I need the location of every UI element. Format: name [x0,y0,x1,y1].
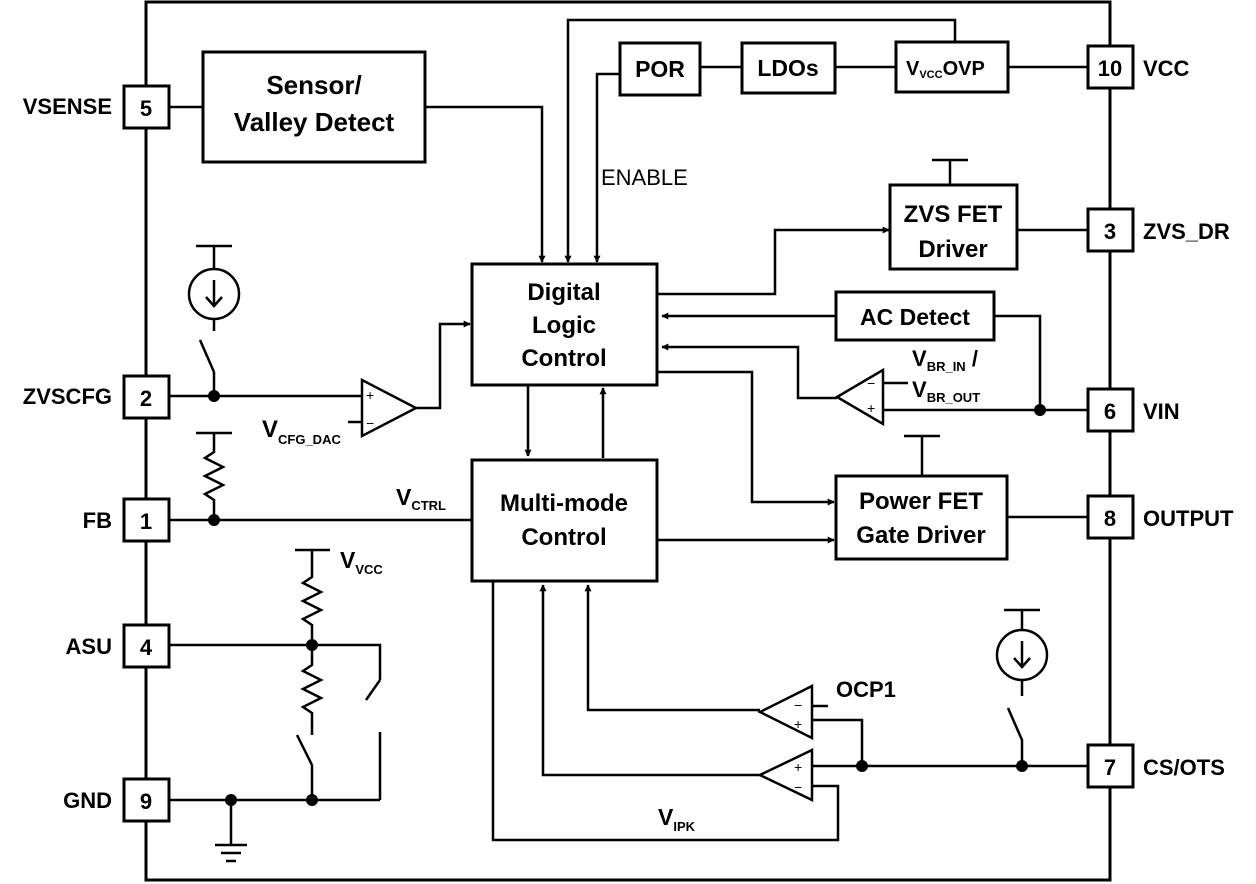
svg-text:FB: FB [83,508,112,533]
multi-mode-control-block: Multi-mode Control [470,458,659,583]
svg-text:Sensor/: Sensor/ [266,70,361,100]
svg-text:AC Detect: AC Detect [860,304,970,330]
vcc-ovp-block: VVCCOVP [894,40,1010,94]
junctions [208,390,1046,806]
comparator-ocp1: − + [757,683,814,741]
vctrl-label: VCTRL [396,484,446,513]
vvcc-label: VVCC [340,547,383,577]
svg-text:Multi-mode: Multi-mode [500,490,628,517]
pin-gnd: 9 GND [63,777,171,823]
svg-text:6: 6 [1104,399,1116,424]
pin-asu: 4 ASU [66,623,171,669]
svg-text:Valley Detect: Valley Detect [234,107,395,137]
wires [169,18,1088,863]
sensor-valley-detect-block: Sensor/ Valley Detect [201,50,427,164]
comparator-cfg: + − [360,377,419,439]
comparator-vipk: + − [757,748,814,802]
svg-text:VVCCOVP: VVCCOVP [906,58,985,81]
svg-text:Driver: Driver [918,236,987,263]
pin-zvscfg: 2 ZVSCFG [23,374,171,420]
svg-text:2: 2 [140,386,152,411]
svg-text:−: − [366,415,374,431]
svg-text:Control: Control [521,345,606,372]
svg-text:ASU: ASU [66,634,112,659]
current-source-zvscfg [187,267,241,321]
vbr-in-label: VBR_IN / [912,346,978,374]
svg-text:9: 9 [140,789,152,814]
svg-text:Gate Driver: Gate Driver [856,522,985,549]
svg-text:10: 10 [1098,56,1122,81]
pin-zvs-dr: 3 ZVS_DR [1086,207,1230,253]
svg-text:VIN: VIN [1143,399,1180,424]
svg-text:7: 7 [1104,755,1116,780]
pin-fb: 1 FB [83,497,171,543]
svg-text:ZVSCFG: ZVSCFG [23,384,112,409]
svg-text:ZVS FET: ZVS FET [904,201,1003,228]
enable-label: ENABLE [601,165,688,190]
svg-text:1: 1 [140,509,152,534]
svg-text:4: 4 [140,635,153,660]
svg-text:VCC: VCC [1143,56,1190,81]
svg-text:+: + [794,759,802,775]
ocp1-label: OCP1 [836,677,896,702]
svg-text:OUTPUT: OUTPUT [1143,506,1234,531]
vcfg-dac-label: VCFG_DAC [262,416,341,447]
svg-text:Logic: Logic [532,312,596,339]
svg-text:+: + [366,387,374,403]
svg-text:+: + [794,716,802,732]
power-fet-gate-driver-block: Power FET Gate Driver [834,474,1009,561]
vbr-out-label: VBR_OUT [912,377,980,405]
vipk-label: VIPK [658,804,696,834]
ac-detect-block: AC Detect [834,290,996,342]
por-block: POR [618,41,702,97]
ldos-block: LDOs [740,41,837,95]
svg-text:Power FET: Power FET [859,488,983,515]
svg-text:VSENSE: VSENSE [23,94,112,119]
svg-text:LDOs: LDOs [757,55,818,81]
comparator-vbr: − + [834,367,885,427]
svg-text:3: 3 [1104,219,1116,244]
pin-output: 8 OUTPUT [1086,494,1234,540]
pin-vsense: 5 VSENSE [23,84,171,130]
svg-text:−: − [794,697,802,713]
pin-vcc: 10 VCC [1086,44,1190,90]
svg-text:Digital: Digital [527,279,600,306]
pin-cs-ots: 7 CS/OTS [1086,743,1225,789]
svg-text:−: − [867,375,875,391]
svg-text:5: 5 [140,96,152,121]
svg-text:CS/OTS: CS/OTS [1143,755,1225,780]
svg-text:POR: POR [635,56,685,82]
svg-text:−: − [794,779,802,795]
svg-text:8: 8 [1104,506,1116,531]
current-source-csots [995,628,1049,682]
pin-vin: 6 VIN [1086,387,1180,433]
svg-text:+: + [867,400,875,416]
zvs-fet-driver-block: ZVS FET Driver [888,183,1019,271]
svg-text:GND: GND [63,788,112,813]
digital-logic-control-block: Digital Logic Control [470,262,659,387]
svg-text:Control: Control [521,524,606,551]
svg-text:ZVS_DR: ZVS_DR [1143,219,1230,244]
